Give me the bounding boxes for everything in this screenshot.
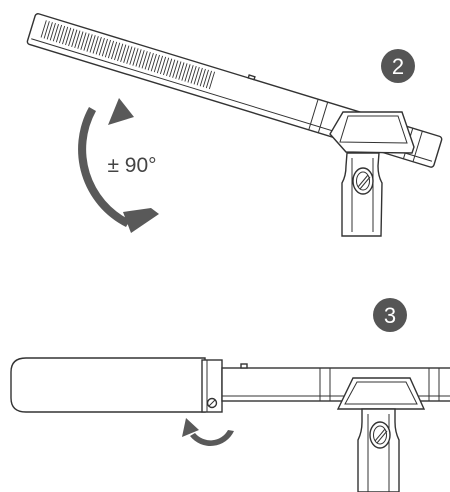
step-badge-icon: 3: [373, 298, 407, 332]
microphone-clamp-lower: [336, 377, 426, 492]
step-badge-icon: 2: [381, 49, 415, 83]
step-number-3: 3: [384, 303, 396, 328]
microphone-grille: [40, 20, 216, 90]
step-number-2: 2: [392, 54, 404, 79]
screw-icon: [369, 421, 391, 449]
microphone-clamp-upper: [329, 111, 415, 237]
step-2-illustration: 2 ± 90°: [26, 13, 443, 237]
rotate-arrow-icon: [182, 418, 234, 446]
rotation-angle-label: ± 90°: [107, 154, 156, 177]
foam-windscreen: [10, 357, 206, 413]
rotate-arrow-icon: [78, 98, 159, 233]
screw-icon: [352, 167, 374, 195]
step-3-illustration: 3: [10, 298, 450, 492]
windscreen-adapter: [201, 359, 223, 413]
